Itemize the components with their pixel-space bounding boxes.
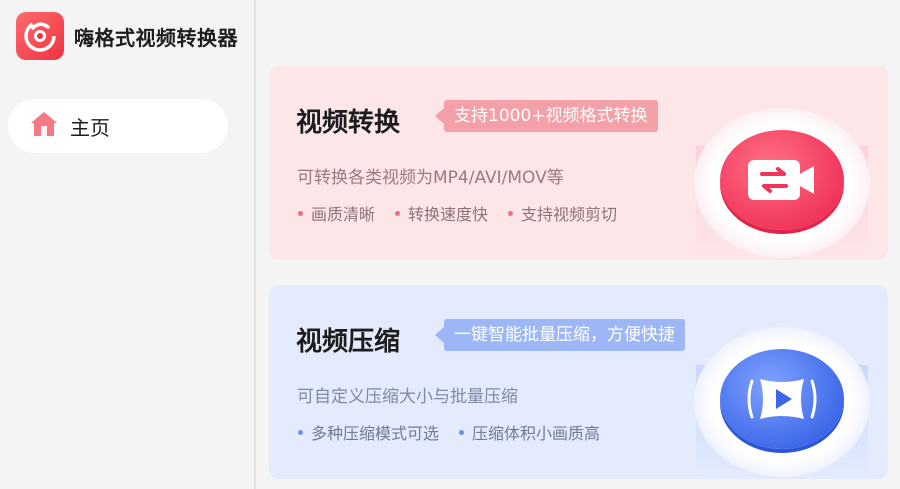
card-description: 可自定义压缩大小与批量压缩	[297, 387, 518, 407]
feature-label: 压缩体积小画质高	[472, 424, 601, 443]
home-icon	[30, 111, 58, 141]
video-compress-icon	[720, 349, 844, 449]
feature-label: 画质清晰	[311, 205, 376, 224]
video-convert-card[interactable]: 视频转换 支持1000+视频格式转换 可转换各类视频为MP4/AVI/MOV等 …	[269, 66, 888, 260]
video-convert-icon	[720, 130, 844, 230]
feature-item: 支持视频剪切	[508, 201, 617, 225]
convert-illustration	[694, 106, 870, 260]
bullet-icon	[395, 210, 401, 216]
feature-item: 画质清晰	[298, 201, 375, 225]
card-description: 可转换各类视频为MP4/AVI/MOV等	[297, 168, 564, 188]
bullet-icon	[459, 429, 465, 435]
feature-list: 多种压缩模式可选 压缩体积小画质高	[298, 420, 620, 444]
feature-tag: 一键智能批量压缩，方便快捷	[435, 319, 685, 351]
brand: 嗨格式视频转换器	[16, 12, 238, 60]
feature-item: 多种压缩模式可选	[298, 420, 439, 444]
feature-label: 支持视频剪切	[521, 205, 618, 224]
feature-label: 转换速度快	[408, 205, 489, 224]
sidebar-item-home[interactable]: 主页	[8, 99, 228, 153]
compress-illustration	[694, 325, 870, 479]
bullet-icon	[508, 210, 514, 216]
video-compress-card[interactable]: 视频压缩 一键智能批量压缩，方便快捷 可自定义压缩大小与批量压缩 多种压缩模式可…	[269, 285, 888, 479]
feature-label: 多种压缩模式可选	[311, 424, 440, 443]
feature-list: 画质清晰 转换速度快 支持视频剪切	[298, 201, 637, 225]
feature-tag: 支持1000+视频格式转换	[435, 100, 658, 132]
app-logo-icon	[16, 12, 64, 60]
card-title: 视频转换	[296, 108, 401, 138]
feature-item: 转换速度快	[395, 201, 488, 225]
sidebar-item-label: 主页	[70, 115, 110, 140]
feature-item: 压缩体积小画质高	[459, 420, 600, 444]
sidebar: 嗨格式视频转换器 主页	[0, 0, 256, 489]
bullet-icon	[298, 210, 303, 216]
app-title: 嗨格式视频转换器	[74, 25, 238, 50]
bullet-icon	[298, 429, 303, 435]
card-title: 视频压缩	[296, 327, 401, 357]
